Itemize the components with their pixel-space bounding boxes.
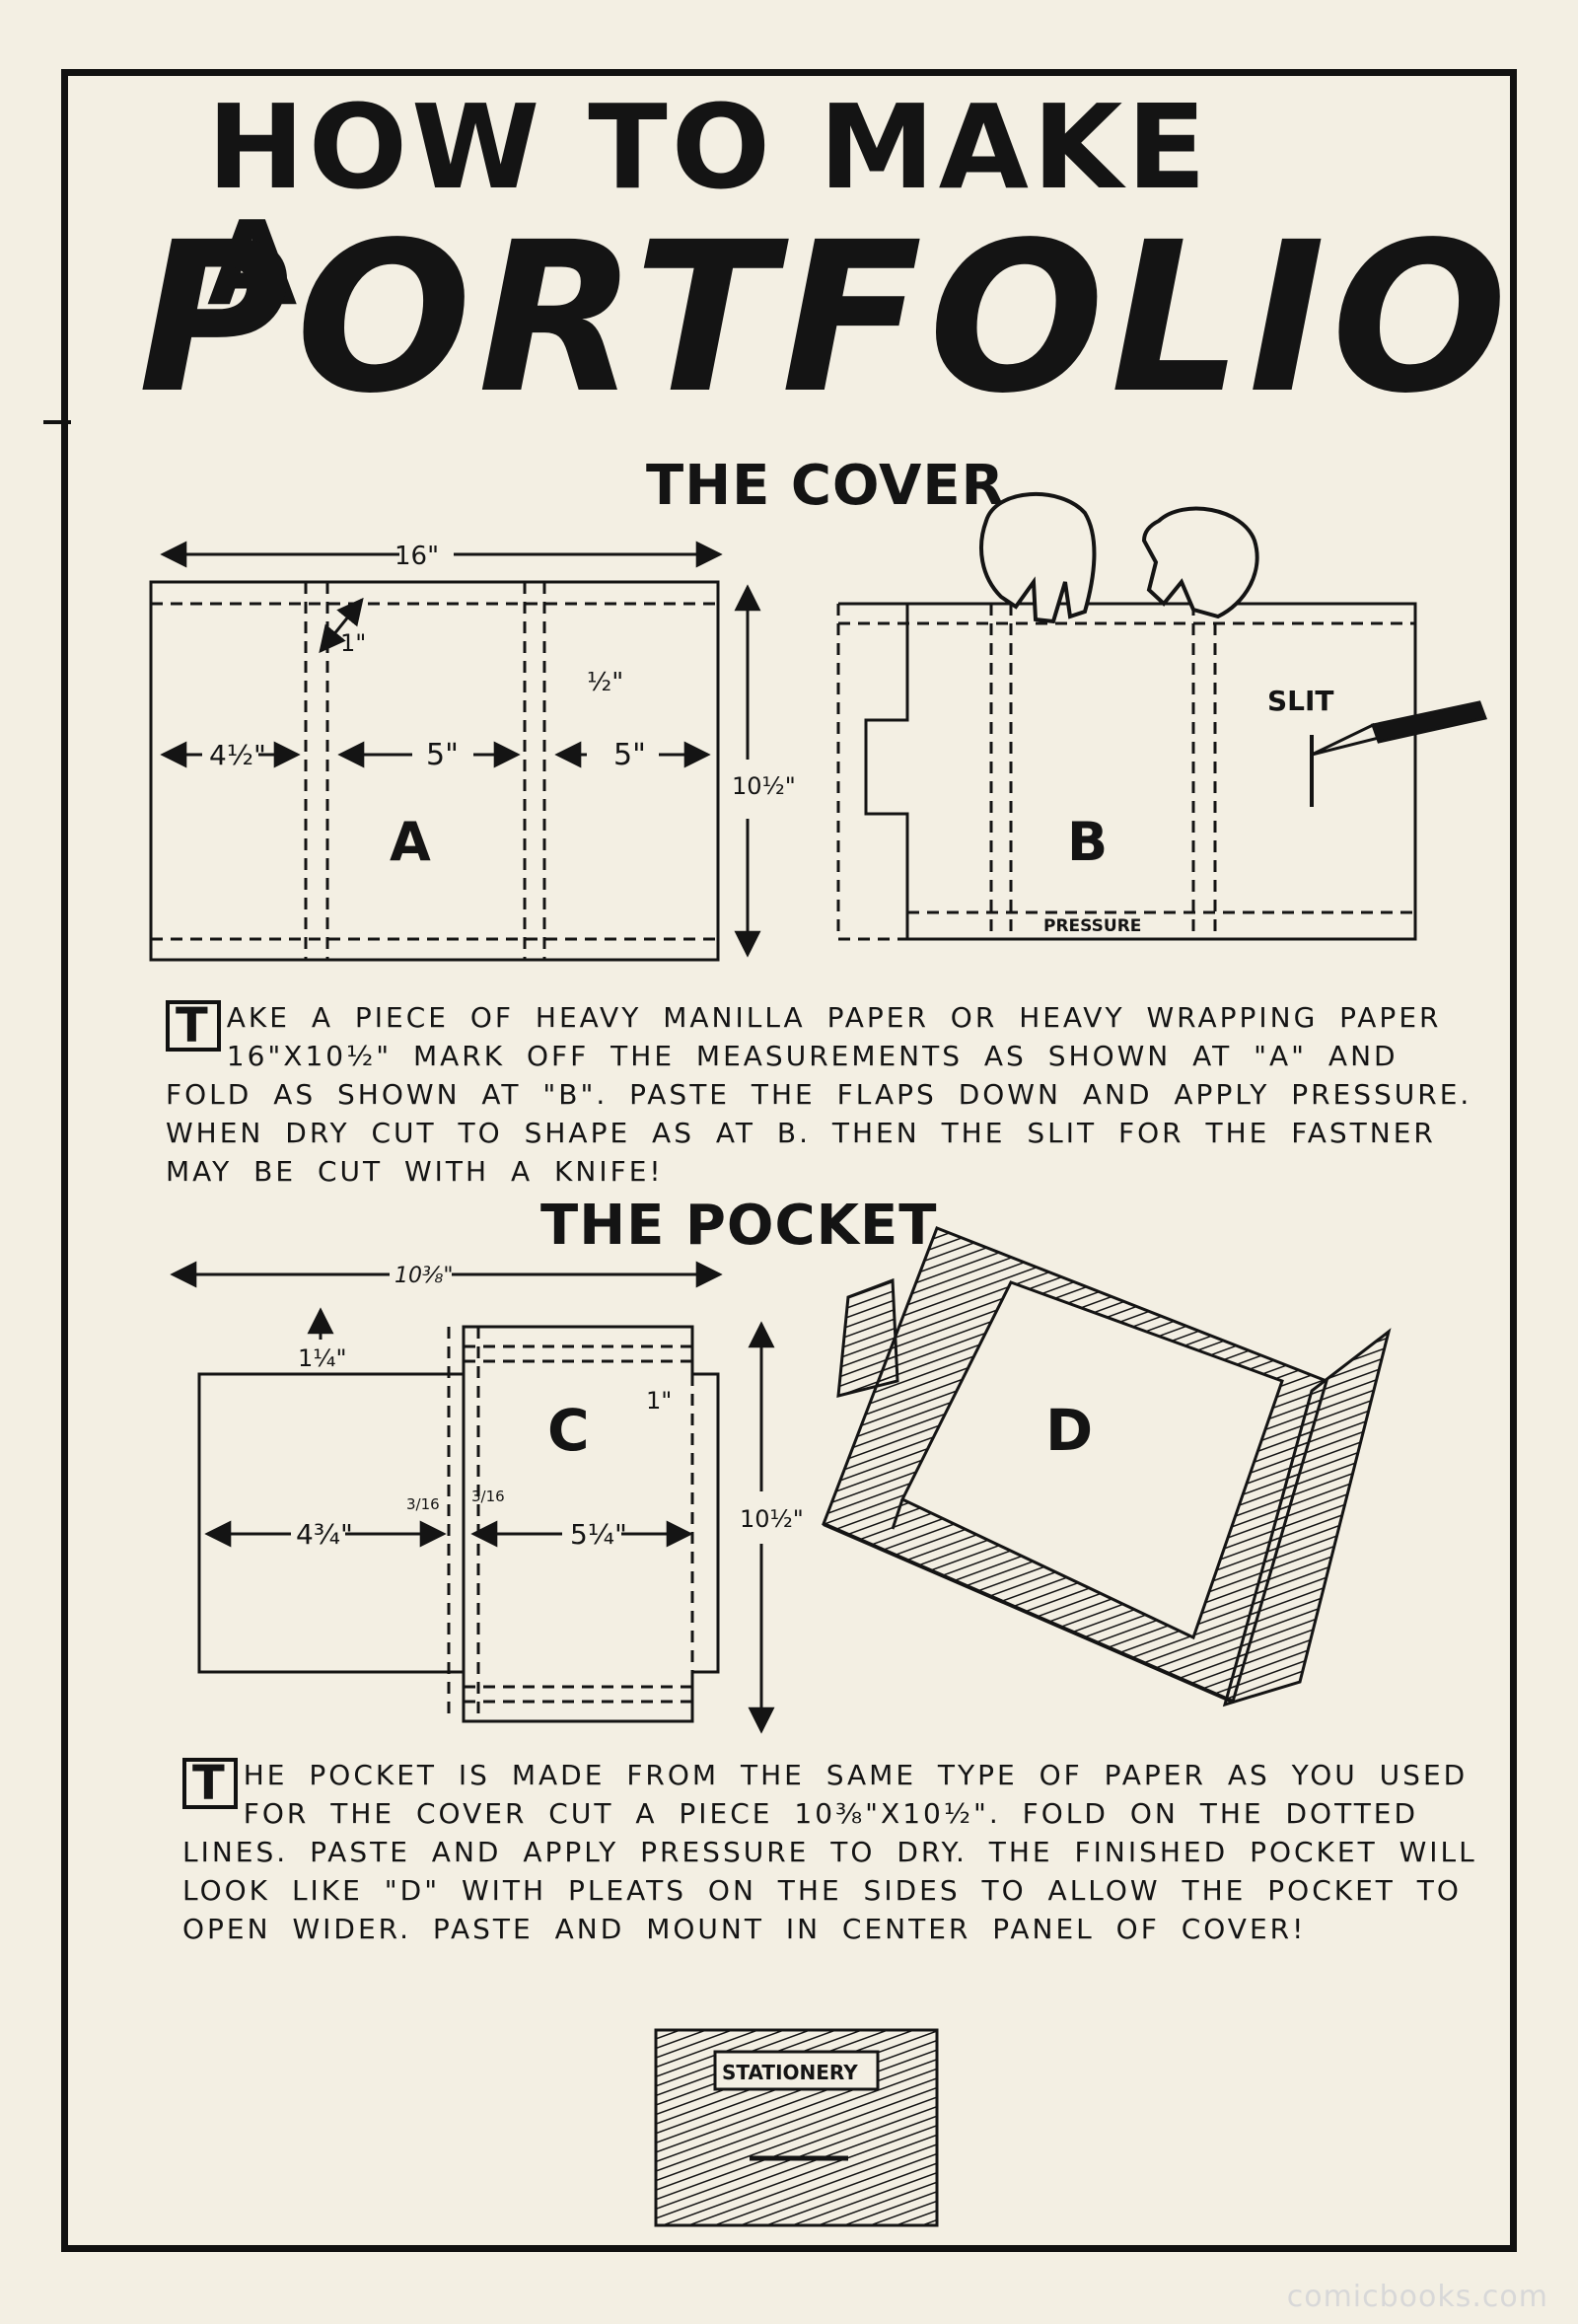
- diagram-b-cover-outline: [838, 602, 1417, 941]
- diagram-c-letter: C: [547, 1397, 590, 1464]
- stationery-tag: [713, 2050, 880, 2091]
- cover-instructions: T AKE A PIECE OF HEAVY MANILLA PAPER OR …: [166, 998, 1487, 1191]
- diagram-c-width: 10⅜": [394, 1264, 453, 1288]
- hand-right: [1141, 506, 1259, 619]
- diagram-b-letter: B: [1067, 811, 1108, 873]
- diagram-b: [836, 602, 1417, 941]
- hands-pressing: [979, 492, 1259, 624]
- diagram-a-height: 10½": [732, 772, 796, 800]
- knife: [1311, 700, 1488, 757]
- pocket-bottom-edge: [823, 1522, 1234, 1704]
- diagram-c: [170, 1261, 775, 1734]
- pressure-label: PRESSURE: [1043, 916, 1141, 936]
- diagram-a-dim-half: ½": [587, 668, 623, 697]
- diagram-a-dim-1: 1": [340, 629, 366, 657]
- diagram-a-letter: A: [390, 811, 431, 873]
- pocket-right-panel: [462, 1325, 720, 1723]
- diagram-a-width: 16": [394, 542, 439, 571]
- diagram-d: [822, 1226, 1392, 1707]
- pocket-side-pleat: [1222, 1328, 1392, 1707]
- pocket-tab: [836, 1277, 899, 1398]
- hand-left: [979, 492, 1097, 624]
- diagram-c-dim-right: 5¼": [570, 1518, 627, 1551]
- page-border: [61, 69, 1517, 2252]
- diagram-a-dim-right: 5": [613, 738, 646, 772]
- slit-label: SLIT: [1267, 685, 1334, 717]
- title-line-1: HOW TO MAKE A: [207, 79, 1210, 331]
- pocket-pleat: [891, 1498, 904, 1530]
- knife-blade: [1311, 722, 1382, 757]
- pocket-left-panel: [197, 1372, 466, 1674]
- pocket-front-panel: [899, 1280, 1284, 1640]
- diagram-c-dim-left: 4¾": [296, 1518, 353, 1551]
- diagram-c-dim-flap: 1": [646, 1387, 672, 1415]
- stationery-illustration: [654, 2028, 939, 2227]
- dim-arrow: [319, 597, 364, 654]
- diagram-c-pleat-b: 3/16: [471, 1488, 505, 1505]
- diagram-c-height: 10½": [740, 1505, 804, 1533]
- diagram-d-letter: D: [1045, 1397, 1093, 1464]
- diagram-a-dim-mid: 5": [426, 738, 459, 772]
- knife-handle: [1371, 700, 1488, 744]
- cover-heading: THE COVER: [646, 454, 1005, 518]
- diagram-a: [149, 541, 761, 962]
- margin-mark: [43, 420, 71, 424]
- pocket-instructions-text: HE POCKET IS MADE FROM THE SAME TYPE OF …: [182, 1759, 1477, 1945]
- site-watermark: comicbooks.com: [1286, 2280, 1548, 2314]
- cover-instructions-text: AKE A PIECE OF HEAVY MANILLA PAPER OR HE…: [166, 1001, 1472, 1188]
- diagram-a-sheet: [149, 580, 720, 962]
- cover-instructions-dropcap: T: [166, 1000, 221, 1052]
- pocket-heading: THE POCKET: [540, 1194, 938, 1258]
- stationery-label: STATIONERY: [722, 2061, 858, 2084]
- diagram-c-dim-top: 1¼": [298, 1344, 347, 1372]
- diagram-c-pleat-a: 3/16: [406, 1495, 440, 1513]
- diagram-a-dim-left: 4½": [209, 739, 266, 771]
- pocket-instructions: T HE POCKET IS MADE FROM THE SAME TYPE O…: [182, 1756, 1479, 1948]
- pocket-instructions-dropcap: T: [182, 1758, 238, 1809]
- title-line-2: PORTFOLIO: [138, 197, 1514, 439]
